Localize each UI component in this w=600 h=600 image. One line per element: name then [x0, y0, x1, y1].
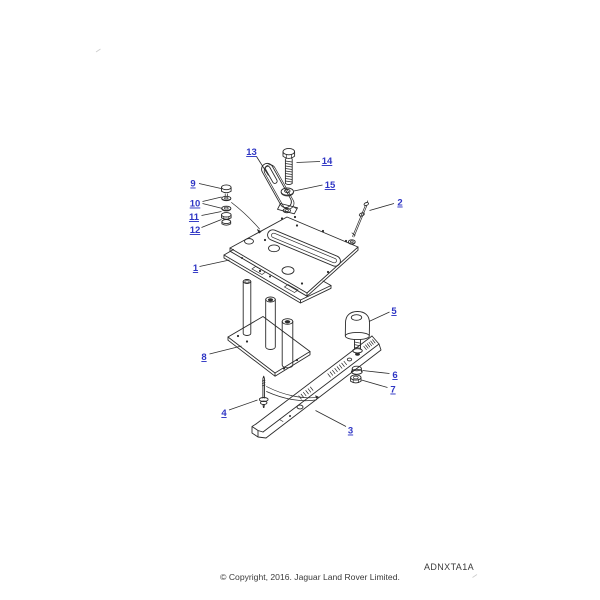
leader-line: [201, 219, 222, 228]
callout-label-4[interactable]: 4: [221, 408, 227, 419]
leader-line: [362, 370, 390, 374]
callout-15[interactable]: 15: [293, 180, 336, 192]
leader-line: [228, 399, 258, 411]
callout-label-8[interactable]: 8: [201, 352, 206, 363]
stray-mark: [95, 48, 101, 53]
leader-line: [361, 379, 388, 388]
callout-label-13[interactable]: 13: [246, 147, 257, 158]
callout-label-12[interactable]: 12: [190, 225, 201, 236]
callout-label-9[interactable]: 9: [190, 179, 195, 190]
callout-6[interactable]: 6: [362, 370, 398, 381]
callouts: 1 2 3 4 5 6 7 8: [189, 147, 403, 437]
drive-pin-drawing: [347, 200, 369, 245]
callout-3[interactable]: 3: [315, 410, 354, 437]
callout-4[interactable]: 4: [221, 399, 258, 419]
pin-drawing: [258, 375, 319, 408]
callout-label-7[interactable]: 7: [390, 385, 395, 396]
support-base-drawing: [227, 279, 311, 377]
fixing-hardware-stack: [221, 184, 232, 226]
stray-mark: [472, 574, 478, 578]
slide-rail-drawing: [251, 335, 382, 439]
leader-line: [199, 259, 230, 267]
lower-plate-drawing: [223, 249, 332, 304]
callout-label-3[interactable]: 3: [348, 426, 353, 437]
leader-line: [201, 211, 222, 216]
callout-8[interactable]: 8: [201, 345, 242, 363]
guide-curve-arrow: [231, 202, 262, 234]
leader-line: [256, 156, 269, 176]
callout-label-6[interactable]: 6: [392, 370, 397, 381]
leader-line: [202, 196, 222, 202]
callout-label-1[interactable]: 1: [193, 263, 199, 274]
top-plate-drawing: [229, 215, 359, 297]
callout-label-11[interactable]: 11: [189, 212, 200, 223]
callout-13[interactable]: 13: [246, 147, 269, 176]
callout-2[interactable]: 2: [369, 198, 403, 211]
drawing-code: ADNXTA1A: [423, 562, 475, 572]
callout-14[interactable]: 14: [296, 156, 333, 167]
clamp-bracket-drawing: [261, 162, 298, 215]
callout-label-14[interactable]: 14: [322, 156, 333, 167]
callout-label-10[interactable]: 10: [190, 199, 201, 210]
callout-10[interactable]: 10: [190, 196, 223, 210]
leader-line: [296, 161, 321, 163]
flange-nut-drawing: [350, 365, 363, 375]
callout-label-15[interactable]: 15: [325, 180, 336, 191]
knob-drawing: [344, 311, 370, 356]
copyright-text: © Copyright, 2016. Jaguar Land Rover Lim…: [220, 572, 400, 582]
leader-line: [209, 345, 242, 355]
washer-drawing: [280, 187, 294, 197]
leader-line: [202, 203, 223, 209]
leader-line: [315, 410, 347, 427]
callout-1[interactable]: 1: [193, 259, 230, 274]
leader-line: [369, 203, 395, 211]
callout-12[interactable]: 12: [190, 219, 222, 237]
callout-5[interactable]: 5: [368, 306, 397, 322]
callout-label-2[interactable]: 2: [397, 198, 402, 209]
callout-11[interactable]: 11: [189, 211, 222, 224]
callout-7[interactable]: 7: [361, 379, 396, 396]
callout-9[interactable]: 9: [190, 179, 222, 190]
leader-line: [293, 184, 323, 192]
leader-line: [198, 183, 222, 189]
callout-label-5[interactable]: 5: [391, 306, 397, 317]
leader-line: [368, 311, 390, 322]
clamp-bolt-drawing: [282, 147, 296, 185]
lock-nut-drawing: [350, 374, 362, 384]
